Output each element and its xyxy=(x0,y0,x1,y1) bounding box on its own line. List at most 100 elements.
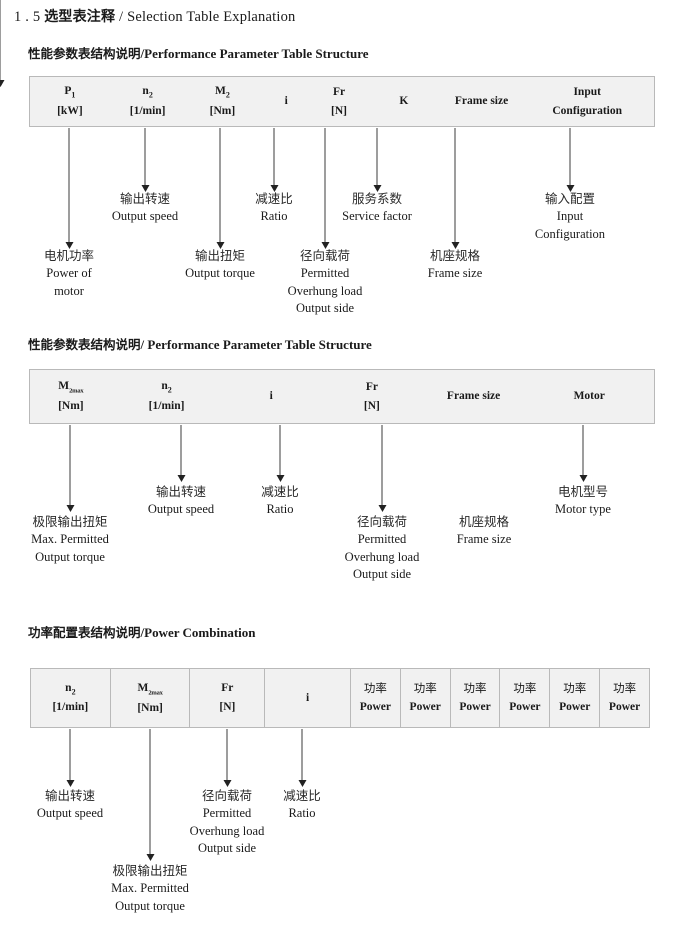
column-symbol: n2 xyxy=(161,380,172,395)
column-symbol: K xyxy=(399,95,409,108)
table-column-header: Fr [N] xyxy=(313,77,365,126)
column-unit: Power xyxy=(459,701,491,713)
callout-label-en: Input xyxy=(556,208,584,223)
table-column-header: i xyxy=(259,77,313,126)
section-heading-en: Performance Parameter Table Structure xyxy=(147,337,372,352)
column-unit: [kW] xyxy=(57,104,83,117)
column-symbol: Input xyxy=(573,85,601,98)
column-symbol: Fr xyxy=(221,682,234,695)
column-unit: [1/min] xyxy=(129,104,166,117)
callout-label-cn: 径向载荷 xyxy=(356,514,408,529)
table-column-header: Frame size xyxy=(443,77,521,126)
callout-label-cn: 径向载荷 xyxy=(201,788,253,803)
callout-label-cn: 径向载荷 xyxy=(299,248,351,263)
column-unit: [Nm] xyxy=(58,400,84,413)
column-symbol: n2 xyxy=(65,681,76,697)
column-symbol: 功率 xyxy=(613,681,637,696)
table-column-header: i xyxy=(221,370,321,423)
callout-label-en: Ratio xyxy=(288,805,316,820)
section-heading-cn: 性能参数表结构说明 xyxy=(28,337,141,352)
column-symbol: n2 xyxy=(142,85,153,100)
column-symbol: M2max xyxy=(58,380,84,395)
callout-label-en: Permitted xyxy=(300,265,350,280)
column-symbol: 功率 xyxy=(563,681,587,696)
column-unit: Power xyxy=(559,701,591,713)
callout-label-en: Max. Permitted xyxy=(111,880,189,895)
column-unit: [Nm] xyxy=(137,701,163,714)
callout-label-en: Output side xyxy=(353,567,411,582)
column-symbol: Motor xyxy=(573,390,605,403)
callout-label-cn: 减速比 xyxy=(255,191,293,206)
callout-label-cn: 输出转速 xyxy=(155,484,206,499)
column-unit: Power xyxy=(409,701,441,713)
page-title-separator: / xyxy=(119,9,124,25)
page-title-en: Selection Table Explanation xyxy=(127,9,296,25)
callout-label-cn: 输出转速 xyxy=(119,191,170,206)
column-unit: Power xyxy=(359,701,391,713)
column-symbol: Fr xyxy=(332,85,346,98)
table-column-header: Frame size xyxy=(423,370,525,423)
page-title: 1 . 5 选型表注释 / Selection Table Explanatio… xyxy=(14,6,296,26)
callout-label-cn: 减速比 xyxy=(283,788,321,803)
callout-label-cn: 服务系数 xyxy=(351,191,403,206)
callout-label-en: Frame size xyxy=(427,265,483,280)
callout-label-en: Max. Permitted xyxy=(31,531,109,546)
table-column-header: n2 [1/min] xyxy=(110,77,186,126)
section-heading-sep: / xyxy=(140,46,145,61)
page-title-cn: 选型表注释 xyxy=(44,9,116,25)
column-symbol: i xyxy=(269,390,273,403)
section-heading-performance-2: 性能参数表结构说明/ Performance Parameter Table S… xyxy=(28,334,372,353)
callout-service-factor: 服务系数 Service factor xyxy=(342,190,412,226)
column-symbol: Fr xyxy=(365,380,378,393)
section-heading-cn: 功率配置表结构说明 xyxy=(28,625,141,640)
callout-label-en: Frame size xyxy=(456,531,512,546)
column-unit: [N] xyxy=(331,104,347,117)
callout-label-en: motor xyxy=(54,283,84,298)
callout-label-en: Output torque xyxy=(115,898,185,913)
column-unit: [N] xyxy=(363,399,380,412)
callout-label-en: Overhung load xyxy=(344,549,420,564)
column-symbol: Frame size xyxy=(446,390,501,403)
table-column-header: Fr [N] xyxy=(321,370,423,423)
callout-ratio: 减速比 Ratio xyxy=(261,483,299,519)
column-unit: [Nm] xyxy=(209,104,236,117)
callout-label-en: Overhung load xyxy=(189,823,265,838)
callout-label-cn: 机座规格 xyxy=(429,248,480,263)
callout-label-en: Output side xyxy=(296,301,354,316)
table-column-header: M2max[Nm] xyxy=(111,669,191,727)
callout-label-cn: 电机型号 xyxy=(557,484,608,499)
column-symbol: i xyxy=(284,95,288,108)
callout-label-en: Overhung load xyxy=(287,283,363,298)
table-column-header: n2[1/min] xyxy=(31,669,111,727)
column-unit: Power xyxy=(509,701,541,713)
column-unit: Configuration xyxy=(552,104,623,117)
callout-label-en: Service factor xyxy=(342,208,412,223)
callout-label-en: Ratio xyxy=(266,501,294,516)
callout-label-cn: 减速比 xyxy=(261,484,299,499)
table-column-header: M2max [Nm] xyxy=(30,370,112,423)
table-column-header: Motor xyxy=(524,370,654,423)
callout-label-en: Output speed xyxy=(36,805,104,820)
callout-label-en: Ratio xyxy=(260,208,288,223)
callout-label-cn: 电机功率 xyxy=(43,248,95,263)
callout-ratio: 减速比 Ratio xyxy=(255,190,293,226)
column-symbol: P1 xyxy=(64,85,76,100)
column-symbol: i xyxy=(305,691,310,704)
